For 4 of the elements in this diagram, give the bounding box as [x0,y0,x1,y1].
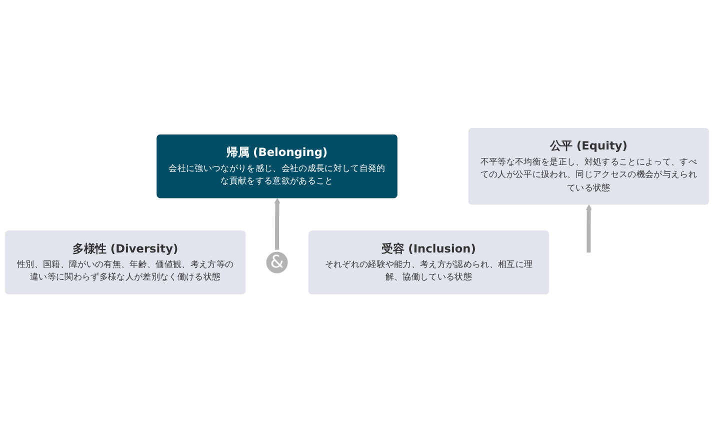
arrow [274,198,280,252]
arrow [586,204,592,253]
node-circle [264,250,290,276]
diagram: 帰属 (Belonging) 会社に強いつながりを感じ、会社の成長に対して自発的な貢献をする意欲があること 多様性 (Diversity) 性別、国籍、障がいの有無、年齢、価値観、考え方等の違い等に関わらず多様な人が差別なく働ける状態 & 受容 (Inclusion) それぞれの経験や能力、考え方が認められ、相互に理解、協働している状態 公平 (Equity) 不平等な不均衡を是正し、対処することによって、すべての人が公平に扱われ、同じアクセスの機会が与えられている状態 [0,123,714,300]
